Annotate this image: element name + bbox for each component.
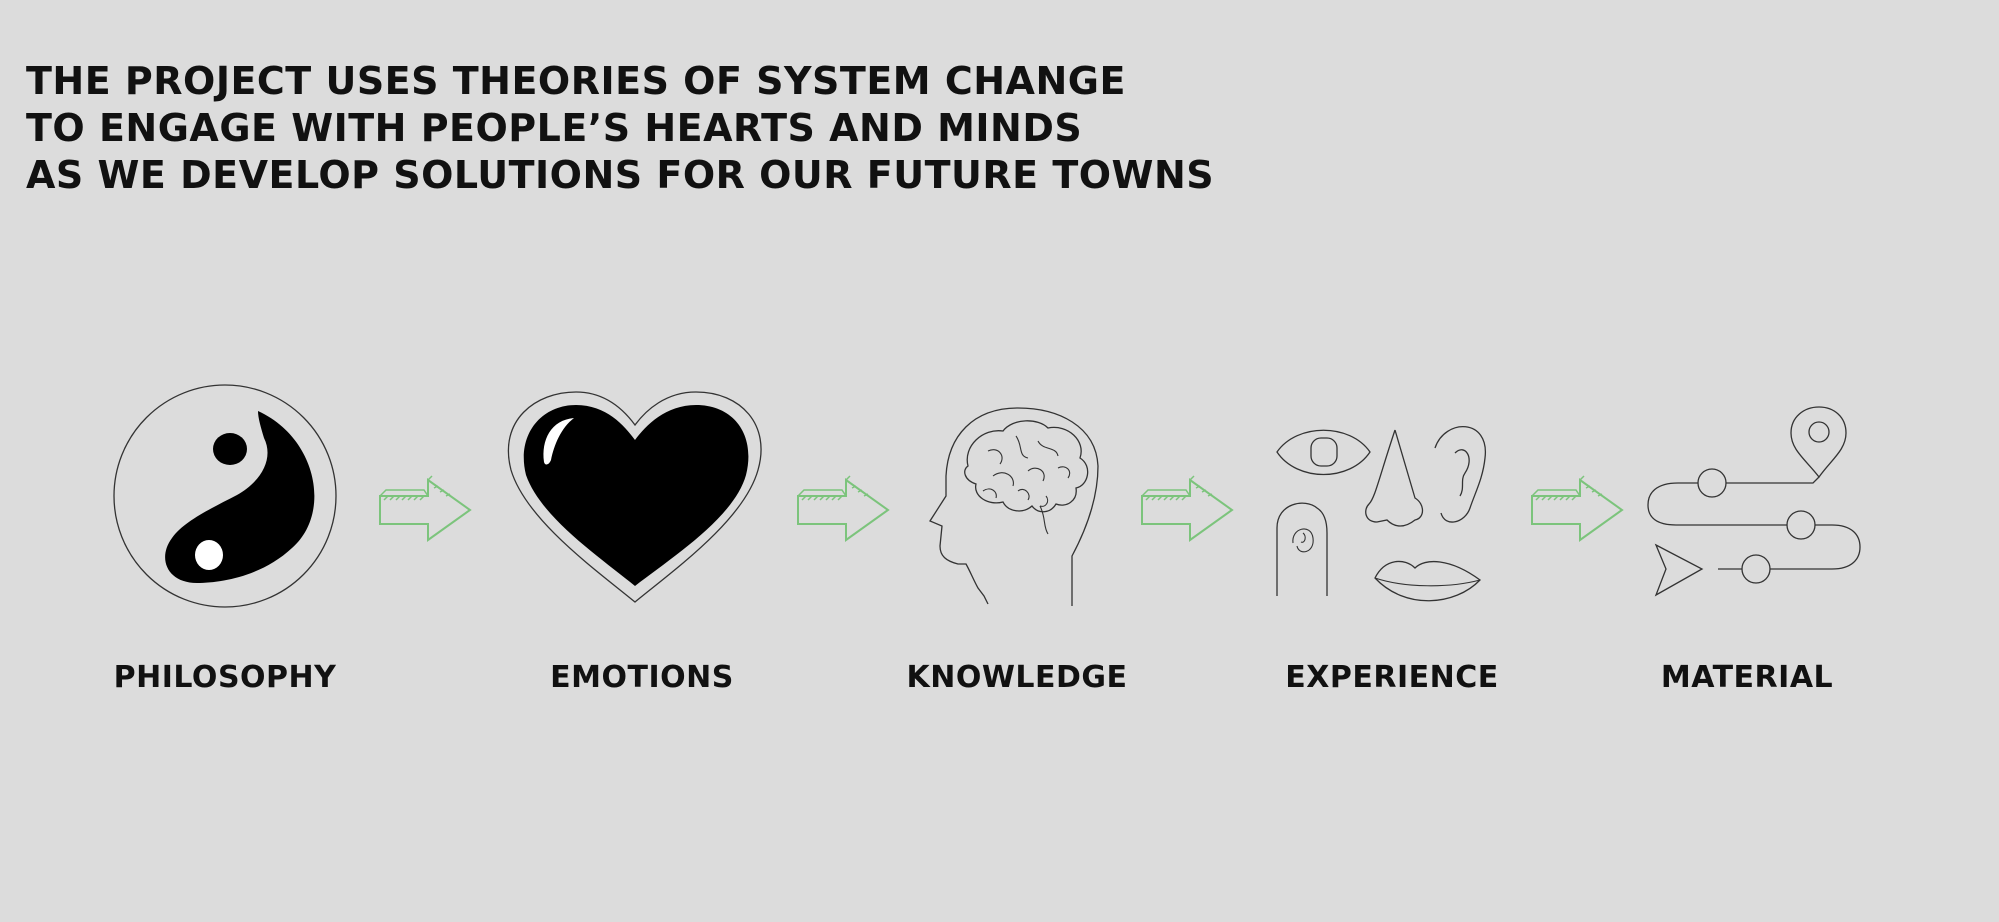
heart-icon — [507, 391, 762, 603]
location-pin-icon — [1790, 406, 1847, 479]
headline-line-3: AS WE DEVELOP SOLUTIONS FOR OUR FUTURE T… — [26, 153, 1215, 197]
headline-line-2: TO ENGAGE WITH PEOPLE’S HEARTS AND MINDS — [26, 106, 1083, 150]
headline: THE PROJECT USES THEORIES OF SYSTEM CHAN… — [26, 58, 1214, 199]
lips-icon — [1374, 560, 1481, 602]
route-map-icon — [1647, 406, 1861, 597]
finger-icon — [1276, 502, 1328, 596]
arrow-right-icon — [1141, 475, 1234, 542]
headline-line-1: THE PROJECT USES THEORIES OF SYSTEM CHAN… — [26, 59, 1126, 103]
senses-icon — [1276, 425, 1486, 602]
step-label-emotions: EMOTIONS — [550, 660, 734, 695]
arrow-right-icon — [379, 475, 472, 542]
step-label-material: MATERIAL — [1660, 660, 1834, 695]
arrow-right-icon — [1531, 475, 1624, 542]
eye-icon — [1276, 429, 1371, 476]
arrow-right-icon — [797, 475, 890, 542]
ear-icon — [1434, 425, 1486, 523]
step-label-knowledge: KNOWLEDGE — [906, 660, 1128, 695]
yin-yang-icon — [113, 384, 337, 608]
step-label-experience: EXPERIENCE — [1285, 660, 1499, 695]
head-brain-icon — [929, 407, 1099, 606]
nose-icon — [1365, 429, 1424, 527]
start-marker-icon — [1654, 543, 1704, 597]
step-label-philosophy: PHILOSOPHY — [113, 660, 337, 695]
